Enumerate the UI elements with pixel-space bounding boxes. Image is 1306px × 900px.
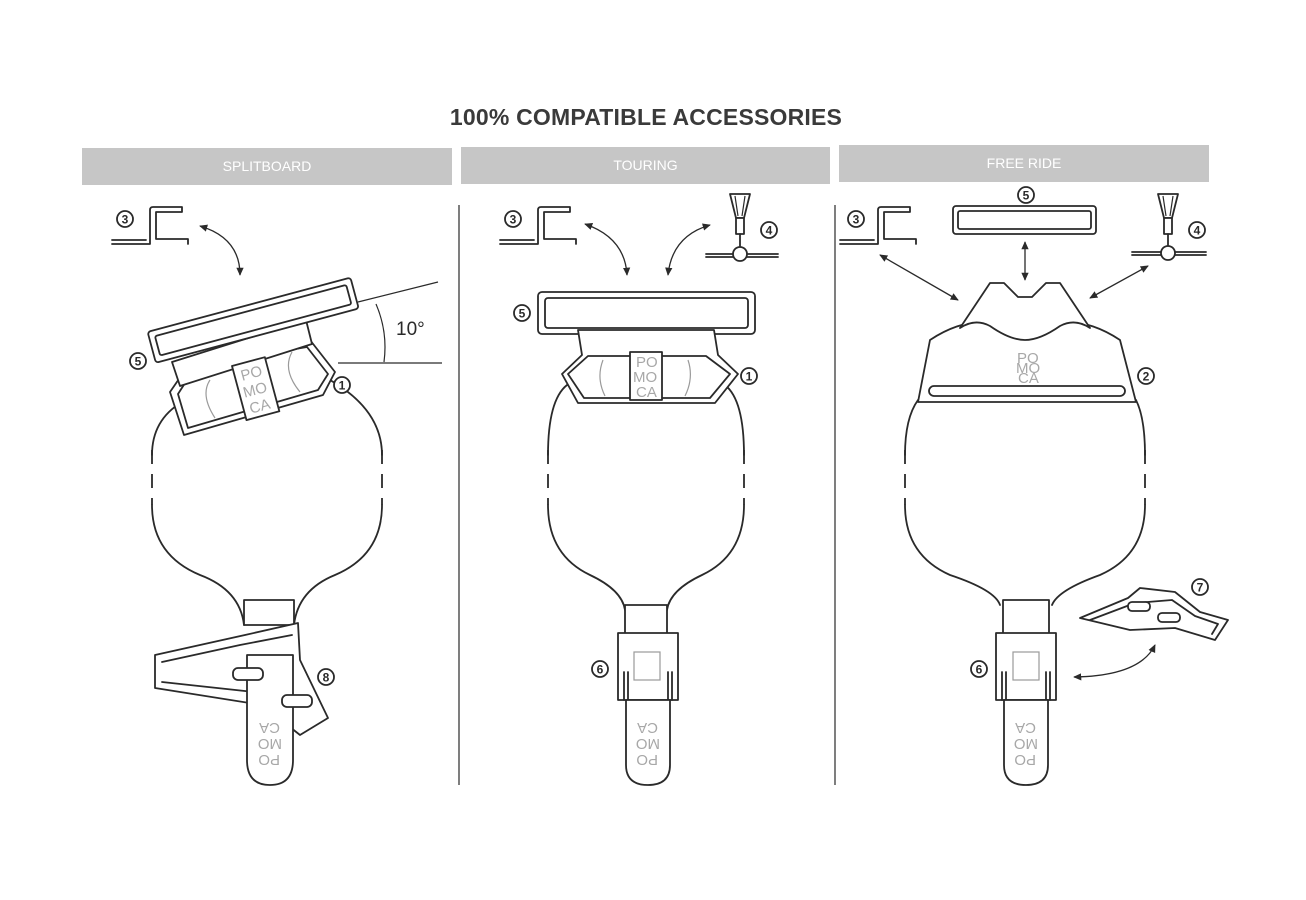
page-title: 100% COMPATIBLE ACCESSORIES	[449, 104, 843, 130]
svg-text:MO: MO	[1014, 735, 1038, 752]
svg-text:PO: PO	[258, 751, 280, 768]
freeride-callout-2: 2	[1143, 370, 1150, 384]
svg-text:CA: CA	[1018, 370, 1039, 387]
svg-text:CA: CA	[1015, 719, 1036, 736]
freeride-tip: PO MO CA	[917, 282, 1137, 403]
splitboard-callout-5: 5	[135, 355, 142, 369]
svg-text:MO: MO	[241, 379, 269, 402]
freeride-diagram: PO MO CA PO MO CA 3 5	[839, 186, 1229, 786]
splitboard-diagram: PO MO CA 10° PO MO	[111, 206, 442, 786]
touring-logo: PO MO CA	[629, 351, 663, 401]
splitboard-angle-label: 10°	[396, 319, 425, 340]
freeride-nose-cap	[1131, 193, 1207, 261]
svg-text:CA: CA	[637, 719, 658, 736]
touring-tip-clip	[499, 206, 577, 245]
freeride-tail-hook	[1079, 587, 1229, 641]
freeride-callout-7: 7	[1197, 581, 1204, 595]
splitboard-tail-logo: PO MO CA	[258, 719, 282, 768]
freeride-callout-3: 3	[853, 213, 860, 227]
svg-text:PO: PO	[239, 363, 264, 385]
freeride-callout-5: 5	[1023, 189, 1030, 203]
section-header-splitboard: SPLITBOARD	[82, 148, 452, 185]
splitboard-callout-3: 3	[122, 213, 129, 227]
splitboard-callout-1: 1	[339, 379, 346, 393]
svg-text:PO: PO	[1014, 751, 1036, 768]
freeride-callout-6: 6	[976, 663, 983, 677]
svg-text:MO: MO	[1016, 360, 1040, 377]
svg-text:CA: CA	[259, 719, 280, 736]
touring-callout-1: 1	[746, 370, 753, 384]
touring-callout-4: 4	[766, 224, 773, 238]
splitboard-angle-marker: 10°	[338, 281, 442, 364]
svg-text:MO: MO	[636, 735, 660, 752]
splitboard-tip-bar	[147, 277, 359, 364]
svg-text:PO: PO	[1017, 350, 1039, 367]
touring-nose-cap	[705, 193, 779, 262]
splitboard-callout-8: 8	[323, 671, 330, 685]
splitboard-tip-clip	[111, 206, 189, 245]
touring-diagram: PO MO CA PO MO CA 3 4 5 1 6	[499, 193, 779, 786]
freeride-tail: PO MO CA	[995, 599, 1057, 786]
svg-text:CA: CA	[248, 396, 273, 418]
svg-text:MO: MO	[258, 735, 282, 752]
svg-text:PO: PO	[636, 751, 658, 768]
svg-text:MO: MO	[633, 369, 657, 386]
splitboard-tail: PO MO CA	[154, 599, 329, 786]
splitboard-logo: PO MO CA	[231, 356, 281, 421]
touring-tip-bar	[537, 291, 756, 335]
touring-callout-5: 5	[519, 307, 526, 321]
freeride-tip-clip	[839, 206, 917, 245]
section-header-touring: TOURING	[461, 147, 830, 184]
section-header-freeride: FREE RIDE	[839, 145, 1209, 182]
touring-callout-3: 3	[510, 213, 517, 227]
splitboard-callout-3-circle	[116, 210, 134, 228]
touring-callout-6: 6	[597, 663, 604, 677]
freeride-tip-bar	[952, 205, 1097, 235]
freeride-callout-4: 4	[1194, 224, 1201, 238]
svg-text:CA: CA	[636, 384, 657, 401]
touring-tail: PO MO CA	[617, 604, 679, 786]
svg-text:PO: PO	[636, 354, 658, 371]
splitboard-arrow-tip-clip	[199, 224, 244, 276]
